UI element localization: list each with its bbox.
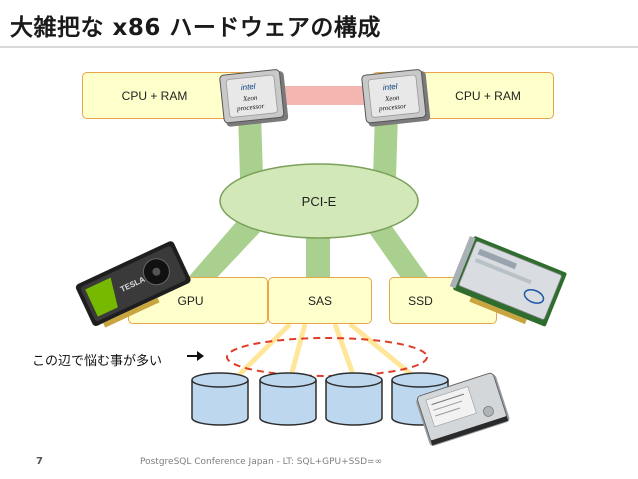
footer-caption: PostgreSQL Conference Japan - LT: SQL+GP… [140,457,383,467]
tesla-gpu-card-image: TESLA [75,241,191,328]
gpu-label: GPU [177,293,204,308]
chip-model-left-2: processor [236,102,265,113]
disk-2 [259,372,317,426]
chip-model-left-1: Xeon [242,94,259,104]
cpu-left-link [238,113,263,178]
sas-cable-3 [332,323,358,381]
disk-1 [191,372,249,426]
sas-focus-highlight [226,337,428,377]
xeon-chip-left: intel Xeon processor [219,69,289,127]
sas-cable-4 [348,322,420,382]
callout-note: この辺で悩む事が多い [32,354,163,369]
gpu-link [186,220,260,285]
xeon-chip-right: intel Xeon processor [361,69,431,127]
pcie-bus-ellipse [219,163,419,239]
pcie-bus-label: PCI-E [302,194,337,209]
cpu-ram-label-right: CPU + RAM [455,88,521,103]
ssd-label: SSD [408,293,433,308]
chip-brand-right: intel [382,82,398,93]
chip-model-right-1: Xeon [384,94,401,104]
sas-box: SAS [268,277,372,324]
arrow-right-icon [187,351,204,361]
hard-drive-image [416,372,510,446]
sas-link [306,238,330,282]
page-title: 大雑把な x86 ハードウェアの構成 [10,15,381,41]
cpu-interconnect [266,86,376,105]
sas-label: SAS [307,293,332,308]
chip-brand-left: intel [240,82,256,93]
chip-model-right-2: processor [378,102,407,113]
cpu-ram-label-left: CPU + RAM [121,88,188,103]
page-number: 7 [36,456,43,467]
ssd-card-image [449,236,567,327]
sas-cable-1 [232,322,292,382]
title-divider [0,46,638,48]
ssd-link [366,218,430,285]
sas-cable-2 [287,323,308,381]
cpu-right-link [373,113,398,178]
disk-3 [325,372,383,426]
